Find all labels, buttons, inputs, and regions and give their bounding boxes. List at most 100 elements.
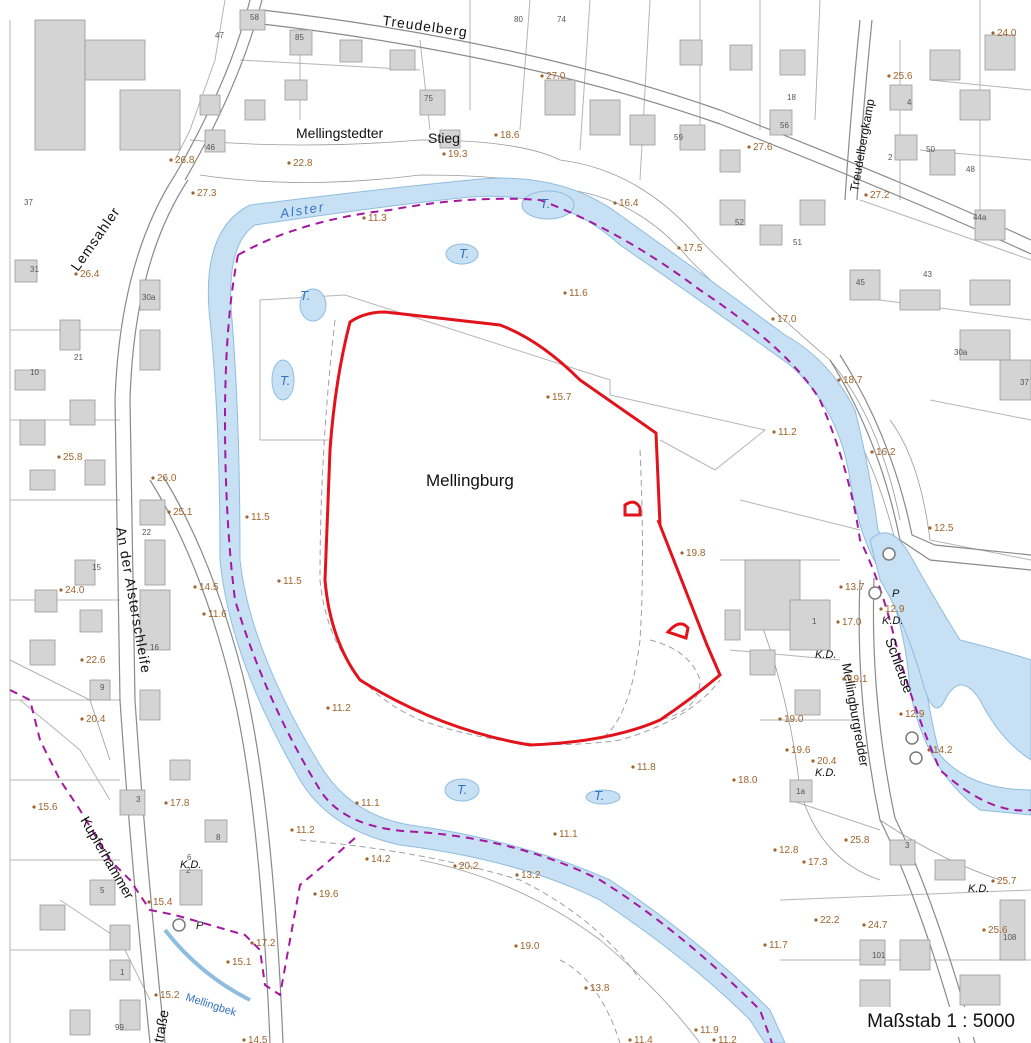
spot-height: 17.0: [777, 314, 797, 325]
spot-height-dot: [811, 759, 815, 763]
house-number: 80: [514, 15, 523, 24]
kd-label: K.D.: [882, 615, 903, 627]
spot-height-dot: [772, 430, 776, 434]
house-number: 22: [142, 528, 151, 537]
house-number: 5: [100, 886, 105, 895]
spot-height: 25.6: [988, 925, 1008, 936]
spot-height-dot: [202, 612, 206, 616]
spot-height-dot: [785, 748, 789, 752]
spot-height-dot: [991, 31, 995, 35]
spot-height-dot: [732, 778, 736, 782]
house-number: 1: [812, 617, 817, 626]
spot-height: 19.6: [791, 745, 811, 756]
spot-height-dot: [836, 620, 840, 624]
spot-height-dot: [59, 588, 63, 592]
house-number: 101: [872, 951, 886, 960]
spot-height: 27.3: [197, 188, 217, 199]
pond-label: T.: [459, 246, 469, 261]
spot-height: 11.2: [778, 427, 797, 438]
spot-height: 19.0: [520, 941, 540, 952]
mellingbek-creek: [163, 928, 251, 1002]
house-number: 37: [1020, 378, 1029, 387]
house-number: 74: [557, 15, 566, 24]
house-number: 1a: [796, 787, 805, 796]
spot-height: 11.6: [569, 288, 588, 299]
spot-height: 25.8: [63, 452, 83, 463]
spot-height-dot: [362, 216, 366, 220]
spot-height-dot: [80, 717, 84, 721]
spot-height-dot: [151, 476, 155, 480]
house-number: 37: [24, 198, 33, 207]
spot-height: 12.5: [934, 523, 954, 534]
spot-height-dot: [814, 918, 818, 922]
pond-label: T.: [540, 196, 550, 211]
lock-markers: [172, 547, 923, 932]
kd-label: K.D.: [815, 649, 836, 661]
spot-height: 20.4: [817, 756, 837, 767]
spot-height-dot: [154, 993, 158, 997]
spot-height-dot: [326, 706, 330, 710]
spot-height: 11.3: [368, 213, 387, 224]
house-number: 9: [100, 683, 105, 692]
spot-height: 17.0: [842, 617, 862, 628]
pond-label: T.: [300, 288, 310, 303]
parcel-lines: [9, 0, 1031, 1043]
parking-label: P: [196, 920, 204, 932]
spot-height: 11.6: [208, 609, 227, 620]
spot-height-dot: [899, 712, 903, 716]
spot-height: 12.8: [779, 845, 799, 856]
spot-height-dot: [80, 658, 84, 662]
spot-height: 22.2: [820, 915, 840, 926]
house-number: 44a: [973, 213, 987, 222]
house-number: 51: [793, 238, 802, 247]
spot-height: 11.9: [700, 1025, 719, 1036]
spot-height-dot: [677, 246, 681, 250]
house-number: 30a: [954, 348, 968, 357]
spot-height-dot: [169, 158, 173, 162]
spot-height: 18.7: [843, 375, 863, 386]
spot-height: 17.2: [256, 938, 276, 949]
spot-height-dot: [584, 986, 588, 990]
house-number: 21: [74, 353, 83, 362]
spot-height: 14.2: [371, 854, 391, 865]
house-number: 15: [92, 563, 101, 572]
spot-height: 15.4: [153, 897, 173, 908]
spot-height-dot: [193, 585, 197, 589]
spot-height-dot: [991, 879, 995, 883]
house-number: 4: [907, 98, 912, 107]
spot-height-dot: [147, 900, 151, 904]
kd-label: K.D.: [180, 859, 201, 871]
spot-height-dot: [694, 1028, 698, 1032]
house-number: 46: [206, 143, 215, 152]
spot-height-dot: [763, 943, 767, 947]
house-number: 59: [674, 133, 683, 142]
spot-height: 11.8: [637, 762, 656, 773]
spot-height-dot: [515, 873, 519, 877]
spot-height-dot: [164, 801, 168, 805]
spot-height-dot: [226, 960, 230, 964]
spot-height-dot: [355, 801, 359, 805]
kd-label: K.D.: [815, 767, 836, 779]
spot-height: 11.2: [332, 703, 351, 714]
spot-height-dot: [365, 857, 369, 861]
spot-height: 14.5: [199, 582, 219, 593]
house-number: 85: [295, 33, 304, 42]
spot-height-dot: [245, 515, 249, 519]
house-number: 30a: [142, 293, 156, 302]
spot-height-dot: [864, 193, 868, 197]
spot-height-dot: [842, 677, 846, 681]
spot-height-dot: [837, 378, 841, 382]
spot-height-dot: [771, 317, 775, 321]
spot-height: 18.0: [738, 775, 758, 786]
spot-height: 22.6: [86, 655, 106, 666]
spot-height: 15.2: [160, 990, 180, 1001]
spot-height: 19.8: [686, 548, 706, 559]
spot-height-dot: [167, 510, 171, 514]
house-number: 56: [780, 121, 789, 130]
spot-height: 12.9: [905, 709, 925, 720]
spot-height-dot: [563, 291, 567, 295]
footpaths: [299, 319, 721, 1043]
spot-height-dot: [546, 395, 550, 399]
spot-height: 20.4: [86, 714, 106, 725]
